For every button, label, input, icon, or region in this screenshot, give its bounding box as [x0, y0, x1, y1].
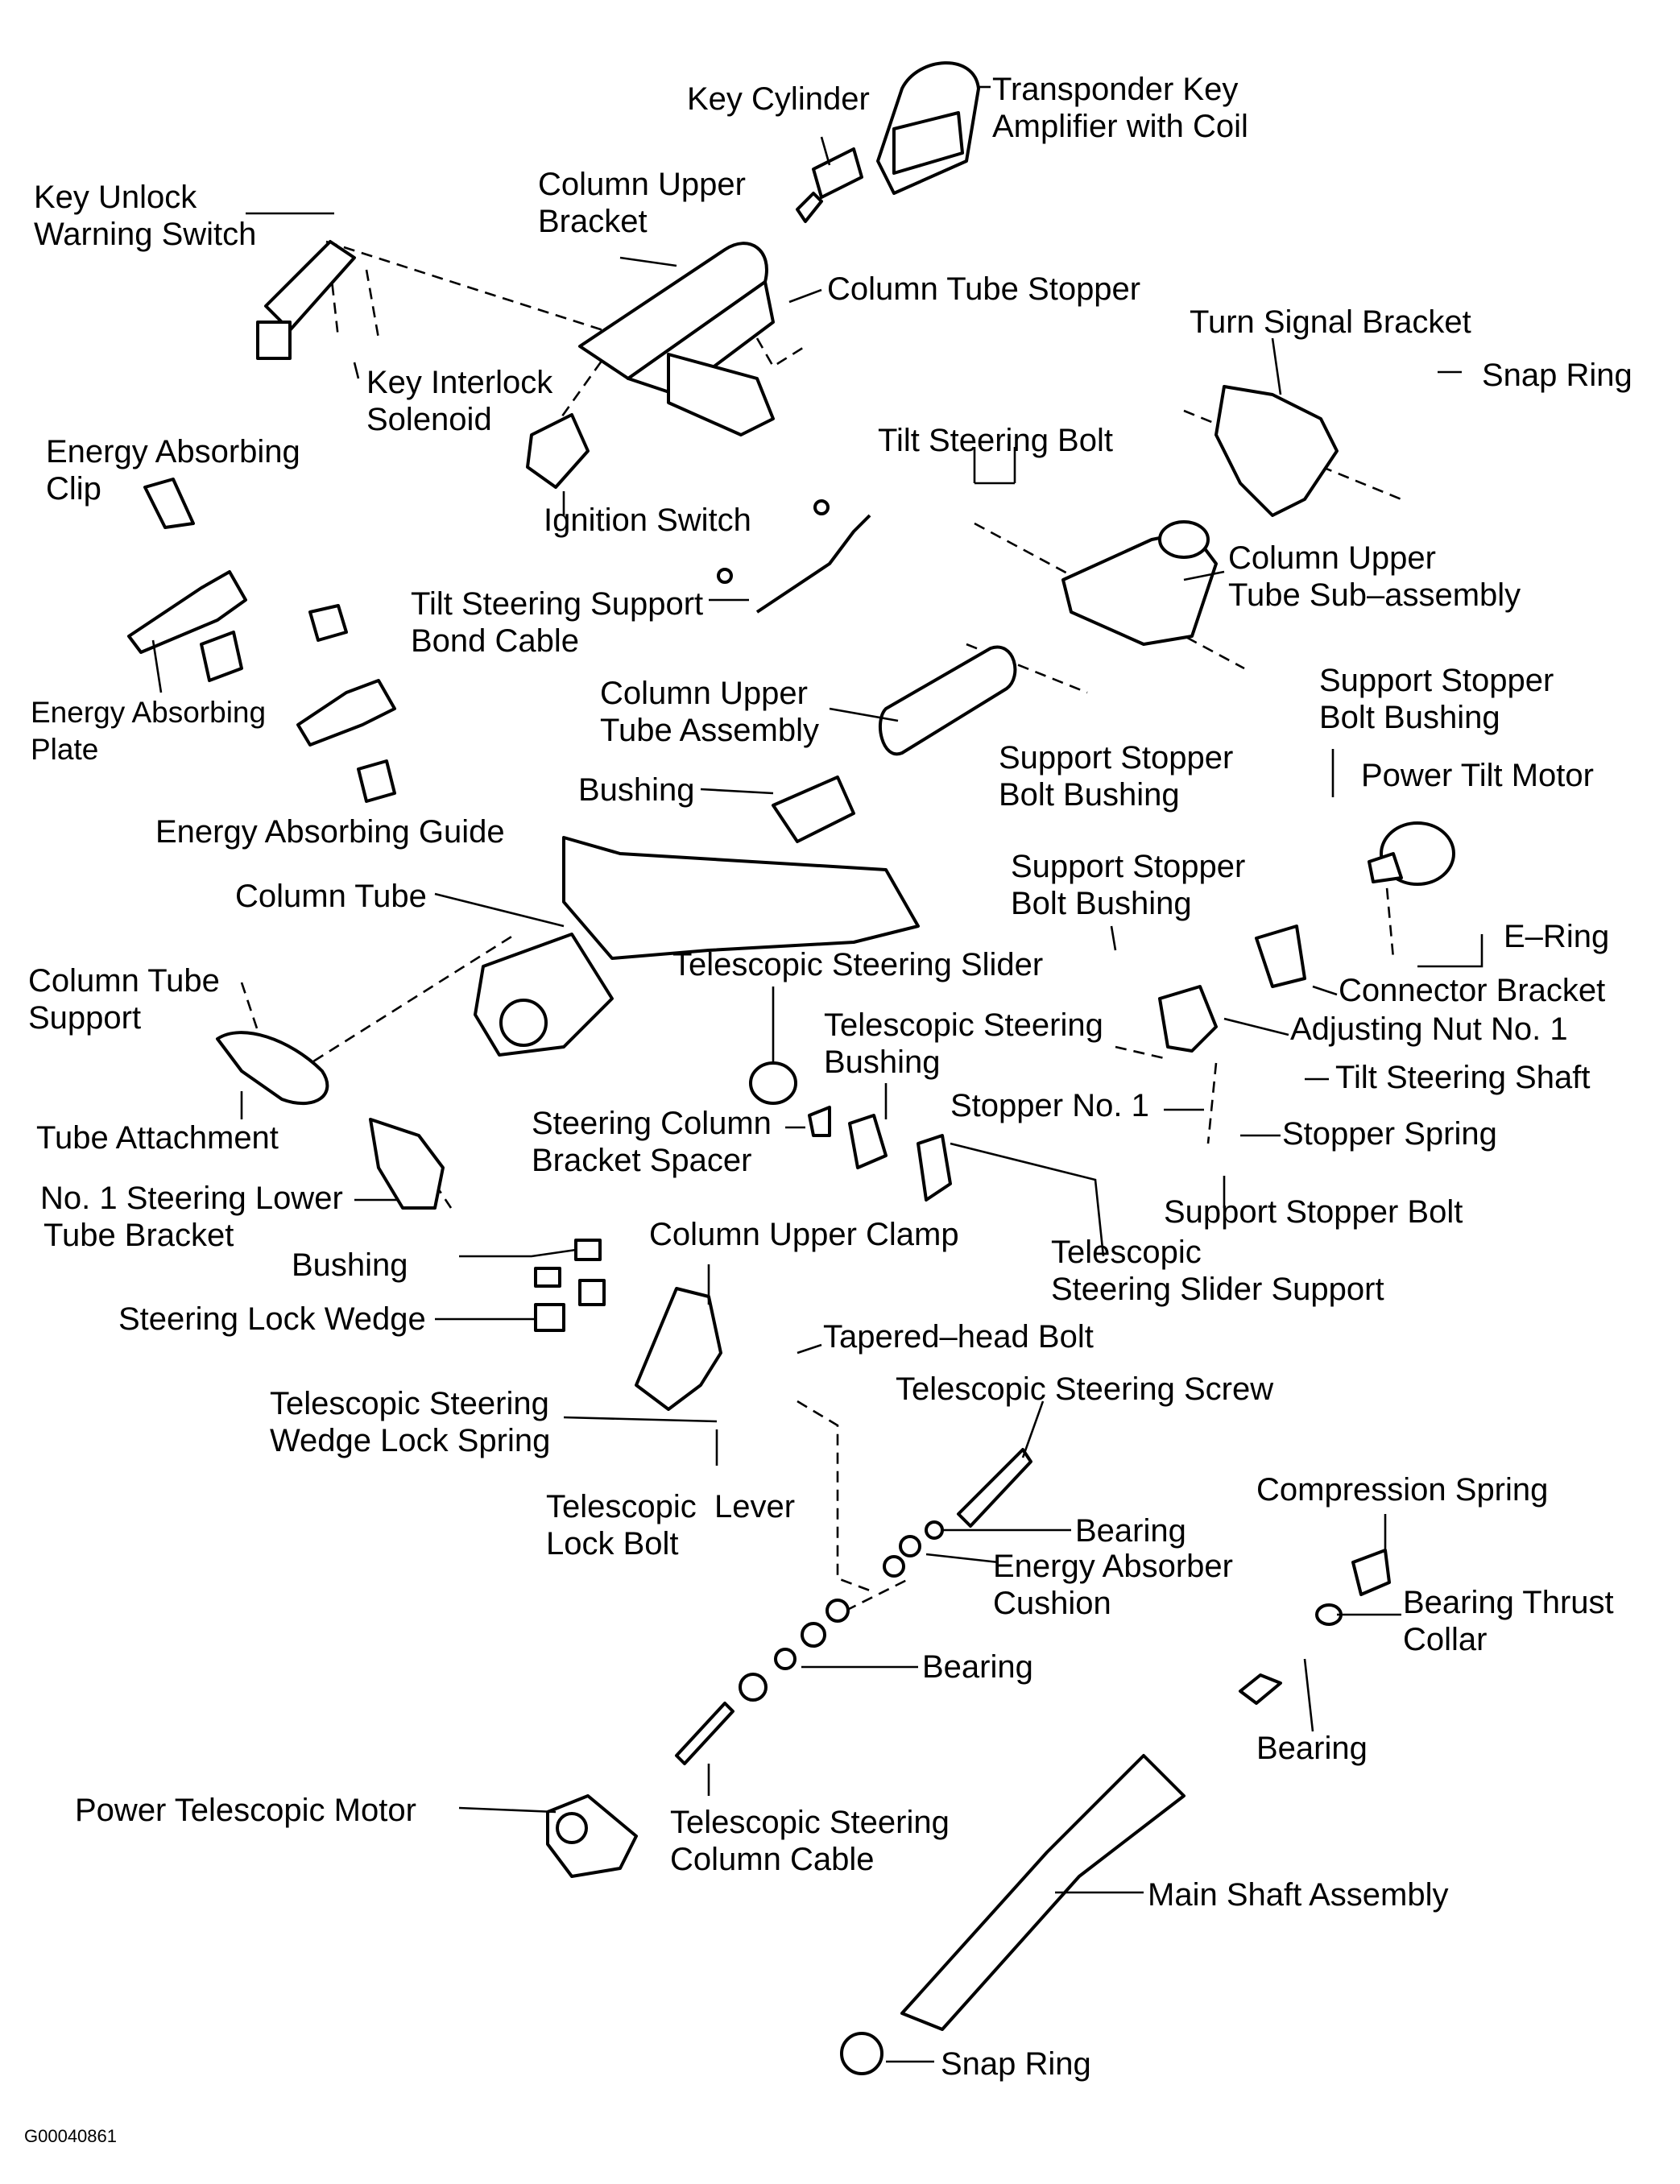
- adjusting-nut-no1: [1158, 985, 1218, 1053]
- label-steering-lock-wedge: Steering Lock Wedge: [118, 1301, 426, 1337]
- bushing-and-lock-wedge: [534, 1239, 606, 1332]
- label-power-tilt-motor: Power Tilt Motor: [1361, 758, 1594, 793]
- column-tube-support: [216, 1031, 329, 1105]
- transponder-key-amplifier: [876, 61, 980, 195]
- label-adjusting-nut-no1: Adjusting Nut No. 1: [1290, 1011, 1568, 1047]
- energy-absorbing-plate: [127, 570, 396, 747]
- column-upper-clamp: [635, 1287, 722, 1411]
- telescopic-steering-slider: [749, 1061, 797, 1105]
- telescopic-steering-screw: [957, 1448, 1032, 1528]
- column-upper-bracket: [578, 242, 775, 436]
- energy-absorbing-clip: [143, 478, 195, 529]
- label-snap-ring-bottom: Snap Ring: [941, 2046, 1091, 2082]
- telescopic-slider-support: [917, 1134, 952, 1202]
- column-upper-tube-sub-assembly: [1061, 520, 1218, 646]
- no1-lower-tube-bracket: [369, 1118, 445, 1210]
- bushing-upper: [772, 776, 855, 843]
- energy-absorbing-guide: [200, 604, 396, 803]
- label-bushing-1: Bushing: [578, 772, 695, 808]
- telescopic-steering-bushing: [848, 1114, 888, 1169]
- label-power-telescopic-motor: Power Telescopic Motor: [75, 1793, 416, 1828]
- turn-signal-bracket: [1214, 385, 1339, 517]
- label-stopper-no1: Stopper No. 1: [950, 1088, 1149, 1123]
- figure-code: G00040861: [24, 2126, 117, 2146]
- label-main-shaft-assembly: Main Shaft Assembly: [1148, 1877, 1449, 1913]
- label-snap-ring-top: Snap Ring: [1482, 358, 1632, 393]
- label-bearing-3: Bearing: [1256, 1731, 1368, 1766]
- compression-spring: [1315, 1549, 1391, 1626]
- label-column-tube-stopper: Column Tube Stopper: [827, 271, 1141, 307]
- label-key-cylinder: Key Cylinder: [687, 81, 870, 117]
- label-tube-attachment: Tube Attachment: [36, 1120, 279, 1156]
- leader-lines: [151, 85, 1483, 2063]
- power-telescopic-motor: [546, 1794, 638, 1878]
- label-column-upper-clamp: Column Upper Clamp: [649, 1217, 959, 1252]
- key-cylinder: [796, 147, 863, 223]
- label-bearing-1: Bearing: [1075, 1513, 1186, 1549]
- steering-column-bracket-spacer: [808, 1106, 831, 1137]
- label-bushing-2: Bushing: [292, 1247, 408, 1283]
- label-stopper-spring: Stopper Spring: [1282, 1116, 1497, 1152]
- label-support-stopper-bolt: Support Stopper Bolt: [1164, 1194, 1463, 1230]
- column-tube: [474, 836, 920, 1057]
- bearings-and-cushions: [739, 1520, 944, 1702]
- telescopic-steering-column-cable: [675, 1702, 734, 1765]
- key-unlock-warning-switch: [256, 240, 356, 360]
- power-tilt-motor: [1368, 821, 1455, 886]
- label-telescopic-steering-slider: Telescopic Steering Slider: [672, 947, 1044, 982]
- label-bearing-2: Bearing: [922, 1649, 1033, 1685]
- connector-bracket: [1255, 924, 1306, 988]
- label-e-ring: E–Ring: [1504, 919, 1610, 954]
- column-upper-tube-assembly: [878, 645, 1017, 756]
- label-energy-absorbing-guide: Energy Absorbing Guide: [155, 814, 505, 850]
- label-tapered-head-bolt: Tapered–head Bolt: [823, 1319, 1094, 1355]
- label-turn-signal-bracket: Turn Signal Bracket: [1190, 304, 1471, 340]
- label-ignition-switch: Ignition Switch: [544, 503, 751, 538]
- label-column-tube: Column Tube: [235, 879, 427, 914]
- main-shaft-assembly: [840, 1673, 1282, 2075]
- ignition-switch: [526, 413, 590, 489]
- label-telescopic-steering-screw: Telescopic Steering Screw: [896, 1371, 1274, 1407]
- label-tilt-steering-shaft: Tilt Steering Shaft: [1335, 1060, 1591, 1095]
- tilt-support-bond-cable: [717, 499, 871, 614]
- label-compression-spring: Compression Spring: [1256, 1472, 1549, 1508]
- label-tilt-steering-bolt: Tilt Steering Bolt: [878, 423, 1113, 458]
- label-connector-bracket: Connector Bracket: [1339, 973, 1606, 1008]
